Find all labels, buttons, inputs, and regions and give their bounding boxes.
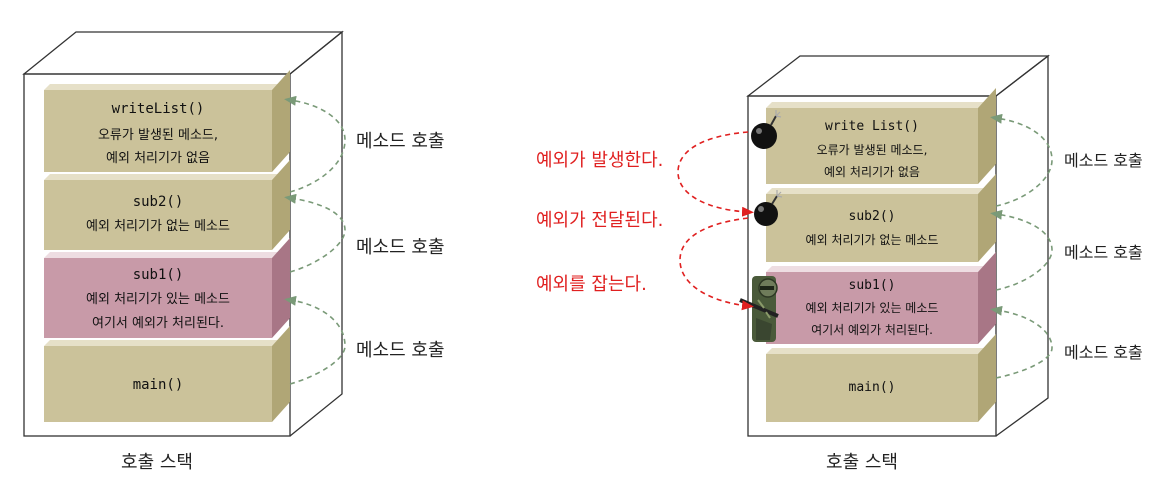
right-call-label: 메소드 호출 xyxy=(1064,151,1143,170)
right-stack: write List() 오류가 발생된 메소드, 예외 처리기가 없음 sub… xyxy=(536,54,1143,473)
left-frame-desc: 예외 처리기가 있는 메소드 xyxy=(86,292,230,307)
right-frame-main: main() xyxy=(766,334,996,422)
right-frame-name: sub2() xyxy=(849,209,896,224)
exception-label: 예외가 전달된다. xyxy=(536,210,663,231)
left-stack: writeList() 오류가 발생된 메소드, 예외 처리기가 없음 sub2… xyxy=(22,30,445,473)
exception-label: 예외가 발생한다. xyxy=(536,150,663,171)
right-frame-desc: 예외 처리기가 있는 메소드 xyxy=(806,301,939,315)
left-frame-main: main() xyxy=(44,326,290,422)
exception-arrows xyxy=(677,131,754,311)
exception-label: 예외를 잡는다. xyxy=(536,274,647,295)
left-frame-desc: 여기서 예외가 처리된다. xyxy=(92,316,224,331)
left-frame-name: main() xyxy=(133,377,184,393)
left-frame-name: writeList() xyxy=(112,101,205,117)
bomb-icon xyxy=(754,190,783,226)
right-frame-sub1: sub1() 예외 처리기가 있는 메소드 여기서 예외가 처리된다. xyxy=(766,252,996,344)
left-call-label: 메소드 호출 xyxy=(356,237,445,258)
left-frame-writelist: writeList() 오류가 발생된 메소드, 예외 처리기가 없음 xyxy=(44,70,290,172)
right-frame-name: main() xyxy=(849,380,896,395)
right-stack-caption: 호출 스택 xyxy=(826,452,898,473)
right-call-arrows xyxy=(990,113,1053,379)
left-frame-sub2: sub2() 예외 처리기가 없는 메소드 xyxy=(44,160,290,250)
left-call-label: 메소드 호출 xyxy=(356,340,445,361)
left-frame-desc: 오류가 발생된 메소드, xyxy=(98,128,218,143)
left-frame-sub1: sub1() 예외 처리기가 있는 메소드 여기서 예외가 처리된다. xyxy=(44,238,290,338)
right-frame-name: sub1() xyxy=(849,278,896,293)
soldier-icon xyxy=(739,276,779,342)
left-frame-name: sub1() xyxy=(133,267,184,283)
right-call-label: 메소드 호출 xyxy=(1064,343,1143,362)
right-frame-writelist: write List() 오류가 발생된 메소드, 예외 처리기가 없음 xyxy=(766,88,996,184)
left-stack-caption: 호출 스택 xyxy=(121,452,193,473)
right-frame-sub2: sub2() 예외 처리기가 없는 메소드 xyxy=(766,174,996,262)
left-frame-name: sub2() xyxy=(133,194,184,210)
left-call-arrows xyxy=(284,95,346,385)
left-call-label: 메소드 호출 xyxy=(356,131,445,152)
right-frame-desc: 여기서 예외가 처리된다. xyxy=(811,323,933,337)
right-call-label: 메소드 호출 xyxy=(1064,243,1143,262)
bomb-icon xyxy=(751,110,782,149)
right-frame-desc: 오류가 발생된 메소드, xyxy=(817,143,928,157)
left-frame-desc: 예외 처리기가 없음 xyxy=(106,151,210,166)
right-frame-desc: 예외 처리기가 없는 메소드 xyxy=(806,233,939,247)
right-frame-name: write List() xyxy=(825,119,919,134)
right-frame-desc: 예외 처리기가 없음 xyxy=(824,165,920,179)
left-frame-desc: 예외 처리기가 없는 메소드 xyxy=(86,219,230,234)
